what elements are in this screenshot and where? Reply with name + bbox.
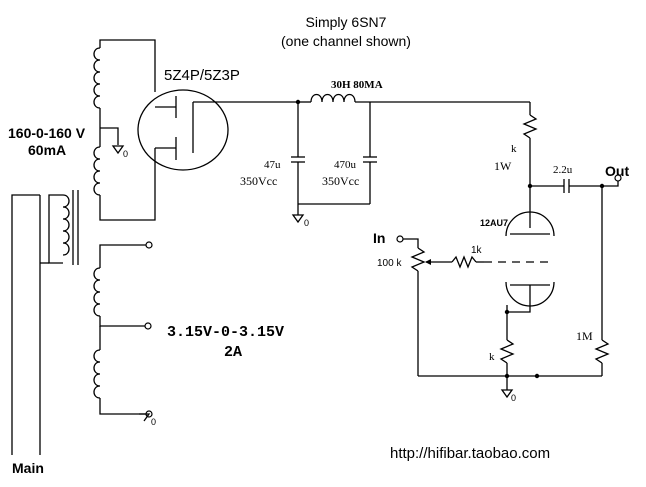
grid-resistor	[451, 255, 477, 269]
cathode-resistor	[499, 339, 515, 364]
heater-coil-upper	[93, 267, 101, 317]
ground-label-hv: 0	[123, 149, 128, 159]
heater-current-label: 2A	[224, 344, 242, 361]
ground-label-cathode: 0	[511, 393, 516, 403]
grid-resistor-label: 1k	[471, 245, 483, 256]
volume-pot	[410, 247, 426, 272]
heater-coil-lower	[93, 349, 101, 399]
heater-terminal-center	[144, 322, 152, 330]
ground-label-filter: 0	[304, 218, 309, 228]
amplifier-stage	[396, 102, 622, 390]
triode-envelope	[505, 211, 555, 237]
website-label: http://hifibar.taobao.com	[390, 445, 550, 462]
input-terminal	[396, 235, 404, 243]
primary-coil	[62, 194, 70, 256]
hv-voltage-label: 160-0-160 V	[8, 125, 86, 141]
cathode-resistor-label: k	[489, 351, 495, 363]
heater-terminal-top	[145, 241, 153, 249]
schematic-subtitle: (one channel shown)	[281, 33, 411, 49]
volume-pot-label: 100 k	[377, 258, 402, 269]
input-label: In	[373, 230, 385, 246]
output-label: Out	[605, 163, 629, 179]
plate-resistor-value: k	[511, 143, 517, 155]
plate-resistor	[522, 114, 538, 139]
schematic-title: Simply 6SN7	[306, 14, 387, 30]
tube-label: 12AU7	[480, 218, 508, 228]
rectifier-label: 5Z4P/5Z3P	[164, 67, 240, 84]
cap1-rating: 350Vcc	[240, 174, 277, 188]
output-terminal	[614, 174, 622, 182]
plate-resistor-power: 1W	[494, 159, 512, 173]
filter-section	[291, 93, 530, 215]
ground-label-heater: 0	[151, 417, 156, 427]
choke-inductor	[310, 93, 356, 103]
cap2-rating: 350Vcc	[322, 174, 359, 188]
choke-label: 30H 80MA	[331, 79, 383, 91]
output-resistor	[594, 339, 610, 364]
heater-voltage-label: 3.15V-0-3.15V	[167, 324, 284, 341]
power-transformer	[11, 39, 156, 455]
rectifier-tube	[137, 89, 298, 171]
mains-label: Main	[12, 460, 44, 476]
hv-coil-lower	[93, 146, 101, 196]
cap1-value: 47u	[264, 159, 281, 171]
cap2-value: 470u	[334, 159, 357, 171]
hv-coil-upper	[93, 47, 101, 109]
hv-current-label: 60mA	[28, 142, 66, 158]
coupling-cap-label: 2.2u	[553, 164, 573, 176]
output-resistor-label: 1M	[576, 329, 593, 343]
ground-symbols	[111, 145, 514, 422]
